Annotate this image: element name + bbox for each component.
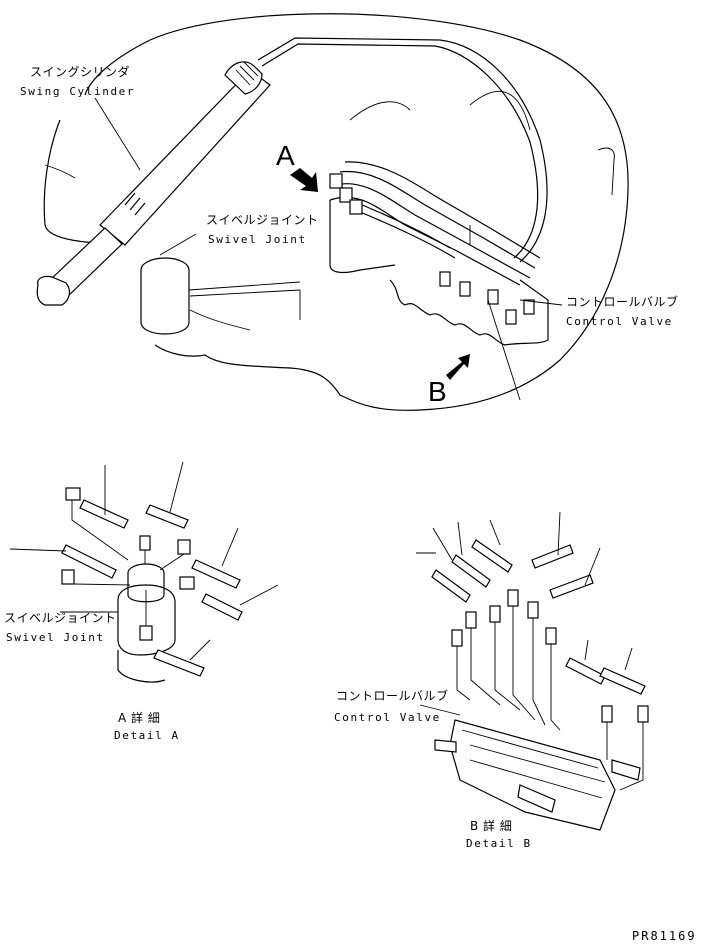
swing-cylinder <box>36 37 548 306</box>
label-detail-b-en: Detail B <box>466 837 532 850</box>
label-swing-cylinder-en: Swing Cylinder <box>20 85 136 98</box>
label-swing-cylinder-jp: スイングシリンダ <box>30 65 131 79</box>
label-detail-swivel-joint-en: Swivel Joint <box>6 631 105 644</box>
label-swivel-joint-en: Swivel Joint <box>208 233 307 246</box>
machine-body-outline <box>43 13 629 411</box>
leader-control-valve <box>519 299 563 306</box>
label-detail-control-valve-en: Control Valve <box>334 711 441 724</box>
label-control-valve-en: Control Valve <box>566 315 673 328</box>
label-detail-b-jp: B 詳 細 <box>470 819 513 833</box>
swivel-joint-overview <box>140 257 301 335</box>
arrow-a-icon <box>290 168 318 192</box>
drawing-code: PR81169 <box>632 929 697 943</box>
label-detail-a-en: Detail A <box>114 729 180 742</box>
leader-swivel-joint <box>159 233 197 256</box>
detail-a-drawing <box>9 461 279 683</box>
label-detail-a-jp: A 詳 細 <box>118 711 161 725</box>
arrow-b-icon <box>446 354 470 380</box>
label-arrow-a: A <box>276 140 295 171</box>
control-valve-overview <box>329 161 549 401</box>
label-swivel-joint-jp: スイベルジョイント <box>206 213 319 227</box>
label-detail-control-valve-jp: コントロールバルブ <box>336 689 449 703</box>
leader-swing-cylinder <box>94 97 141 171</box>
label-arrow-b: B <box>428 376 447 407</box>
detail-b-drawing <box>416 511 649 831</box>
label-control-valve-jp: コントロールバルブ <box>566 295 679 309</box>
label-detail-swivel-joint-jp: スイベルジョイント <box>4 611 117 625</box>
